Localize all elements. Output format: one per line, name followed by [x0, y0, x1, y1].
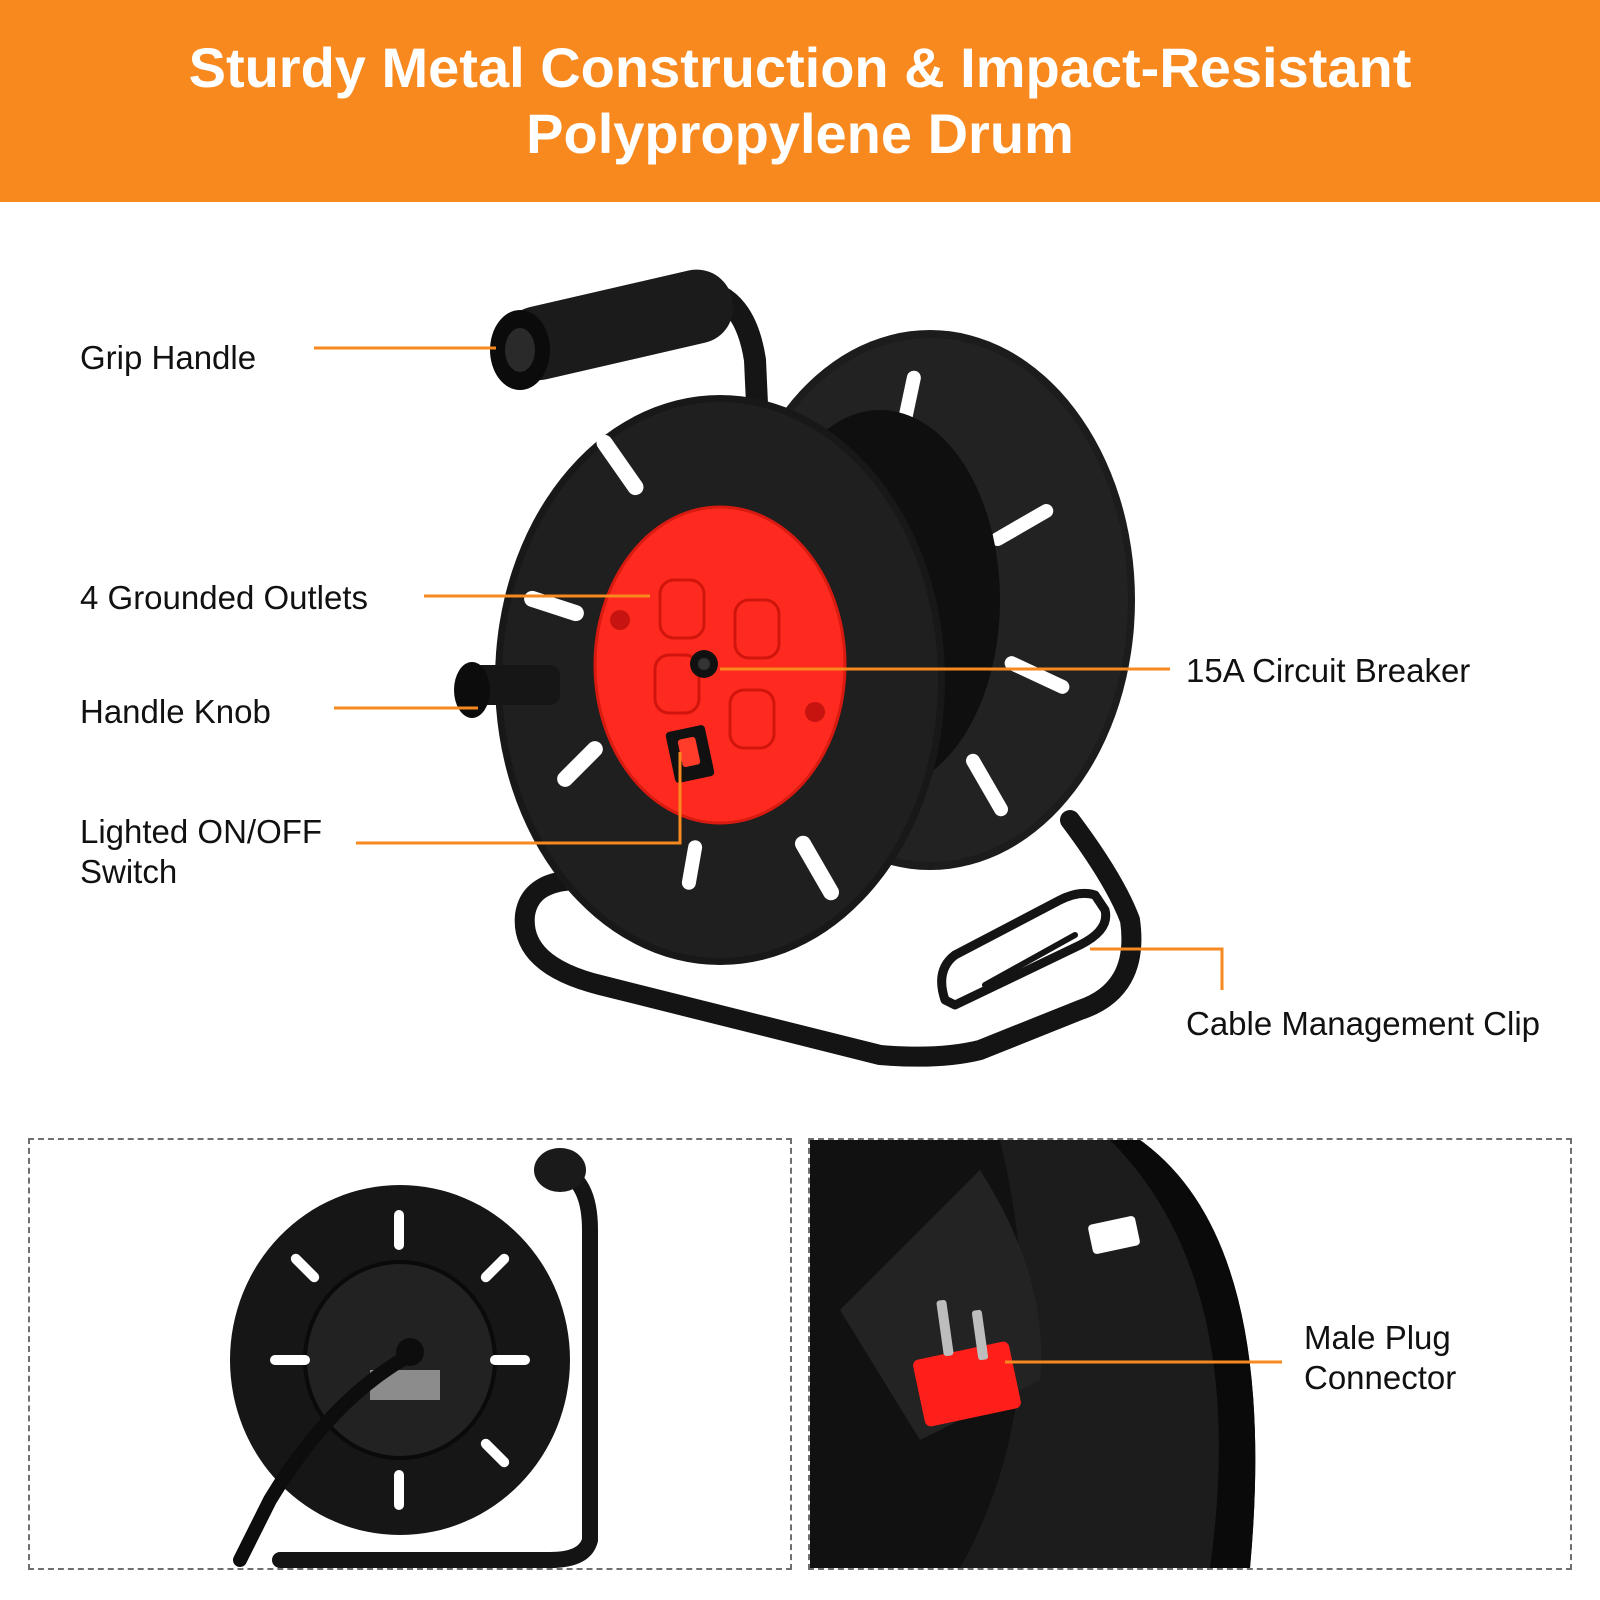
banner-title-line-2: Polypropylene Drum: [526, 102, 1074, 165]
rear-view-illustration: [230, 1148, 598, 1568]
handle-knob: [454, 662, 560, 718]
callout-handle-knob: Handle Knob: [80, 693, 271, 730]
callout-grounded-outlets: 4 Grounded Outlets: [80, 579, 369, 616]
callout-switch: Lighted ON/OFF Switch: [80, 812, 322, 892]
rear-view-panel: [28, 1138, 792, 1570]
callout-circuit-breaker: 15A Circuit Breaker: [1186, 652, 1471, 689]
callout-cable-clip: Cable Management Clip: [1186, 1005, 1541, 1042]
title-banner: Sturdy Metal Construction & Impact-Resis…: [0, 0, 1600, 202]
grip-handle: [490, 269, 771, 471]
cord-reel-illustration: [314, 269, 1224, 1067]
callout-grip-handle: Grip Handle: [80, 339, 257, 376]
male-plug-panel: Male Plug Connector: [808, 1138, 1572, 1570]
callout-switch-line-1: Lighted ON/OFF: [80, 813, 323, 850]
outlet-hub: [593, 505, 847, 825]
callout-plug-line-1: Male Plug: [1304, 1319, 1451, 1356]
male-plug-illustration: [810, 1140, 1282, 1568]
metal-frame: [514, 810, 1142, 1067]
banner-title-line-1: Sturdy Metal Construction & Impact-Resis…: [188, 36, 1412, 99]
callout-plug-line-2: Connector: [1304, 1359, 1457, 1396]
callout-switch-line-2: Switch: [80, 853, 178, 890]
callout-male-plug: Male Plug Connector: [1304, 1318, 1456, 1398]
callout-lines: [314, 346, 1224, 990]
